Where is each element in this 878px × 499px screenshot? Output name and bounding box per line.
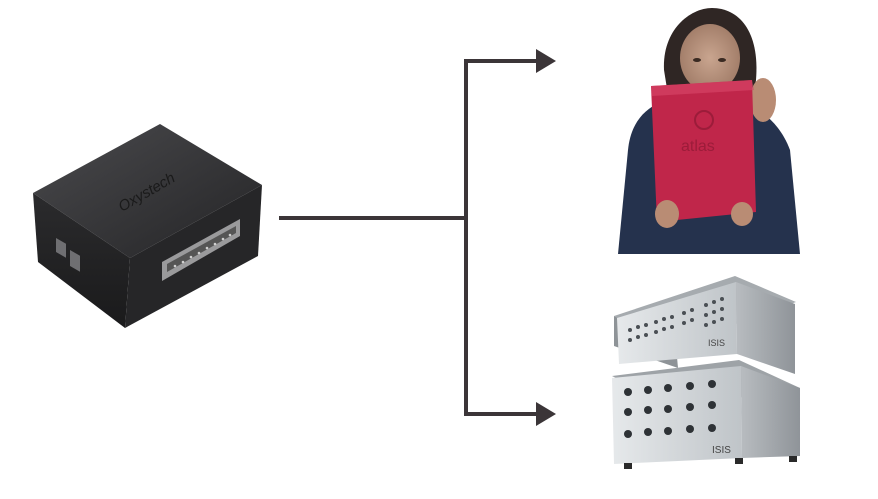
tablet-brand: atlas bbox=[681, 138, 715, 155]
db-connector-port bbox=[162, 219, 240, 281]
tablet-target: atlas bbox=[618, 8, 800, 254]
side-ports bbox=[56, 238, 80, 272]
rack-target: ISIS ISIS bbox=[612, 276, 800, 469]
arrow-head-top bbox=[536, 49, 556, 73]
rack-upper-brand: ISIS bbox=[708, 338, 725, 348]
arrow-head-bottom bbox=[536, 402, 556, 426]
connector bbox=[279, 59, 538, 416]
person-face bbox=[680, 24, 740, 92]
rack-unit-lower: ISIS bbox=[612, 360, 800, 469]
rack-lower-brand: ISIS bbox=[712, 445, 731, 456]
tablet-device: atlas bbox=[651, 80, 756, 222]
source-box: Oxystech bbox=[33, 124, 262, 328]
rack-unit-upper: ISIS bbox=[614, 276, 796, 374]
